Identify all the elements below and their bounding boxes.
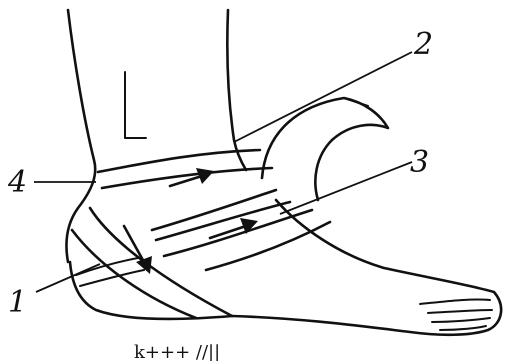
- bandage-free-end: [262, 98, 388, 200]
- label-2: 2: [413, 27, 433, 62]
- leader-line-1: [36, 264, 100, 292]
- label-4: 4: [7, 165, 27, 200]
- leg-outline: [66, 10, 246, 262]
- leader-line-2: [234, 52, 412, 142]
- leader-line-3: [280, 162, 412, 214]
- direction-arrows: [124, 168, 258, 274]
- foot-outline: [70, 200, 501, 335]
- label-1: 1: [8, 285, 27, 320]
- label-3: 3: [410, 145, 429, 180]
- figure-caption: k+++ //||: [134, 342, 220, 361]
